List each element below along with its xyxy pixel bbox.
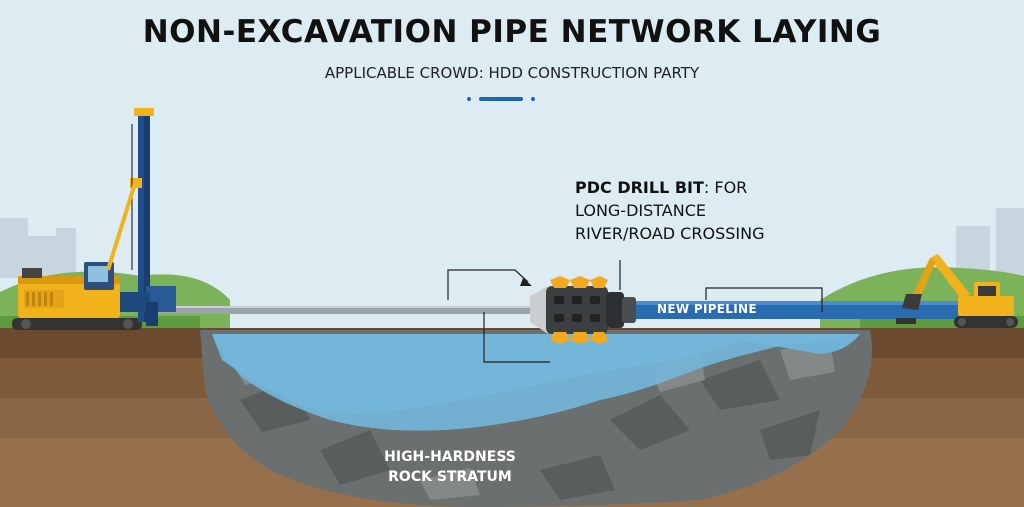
rock-stratum-label: HIGH-HARDNESS ROCK STRATUM <box>380 447 520 487</box>
divider-dot-left <box>467 97 471 101</box>
drilling-rig-icon <box>12 108 176 330</box>
drill-rod <box>150 306 530 314</box>
callout-bold: PDC DRILL BIT <box>575 178 704 197</box>
callout-line-1: PDC DRILL BIT: FOR <box>575 176 815 199</box>
divider-bar <box>479 97 523 101</box>
leader-lines <box>447 260 823 363</box>
page-title: NON-EXCAVATION PIPE NETWORK LAYING <box>142 14 882 50</box>
excavator-icon <box>896 254 1018 328</box>
callout-rest: : FOR <box>703 178 748 197</box>
page-subtitle: APPLICABLE CROWD: HDD CONSTRUCTION PARTY <box>324 64 700 82</box>
leader-arrow <box>520 278 532 286</box>
new-pipeline <box>620 301 982 319</box>
callout-line-2: LONG-DISTANCE <box>575 201 706 220</box>
pipeline-label: NEW PIPELINE <box>657 302 757 316</box>
callout-line-3: RIVER/ROAD CROSSING <box>575 224 765 243</box>
divider-dot-right <box>531 97 535 101</box>
city-skyline-icon <box>0 208 1024 278</box>
river-water-body <box>212 334 860 431</box>
drill-bit-icon <box>530 276 636 344</box>
drill-bit-callout: PDC DRILL BIT: FOR LONG-DISTANCE RIVER/R… <box>575 176 815 245</box>
rock-label-line-2: ROCK STRATUM <box>388 469 512 485</box>
rock-label-line-1: HIGH-HARDNESS <box>384 449 516 465</box>
